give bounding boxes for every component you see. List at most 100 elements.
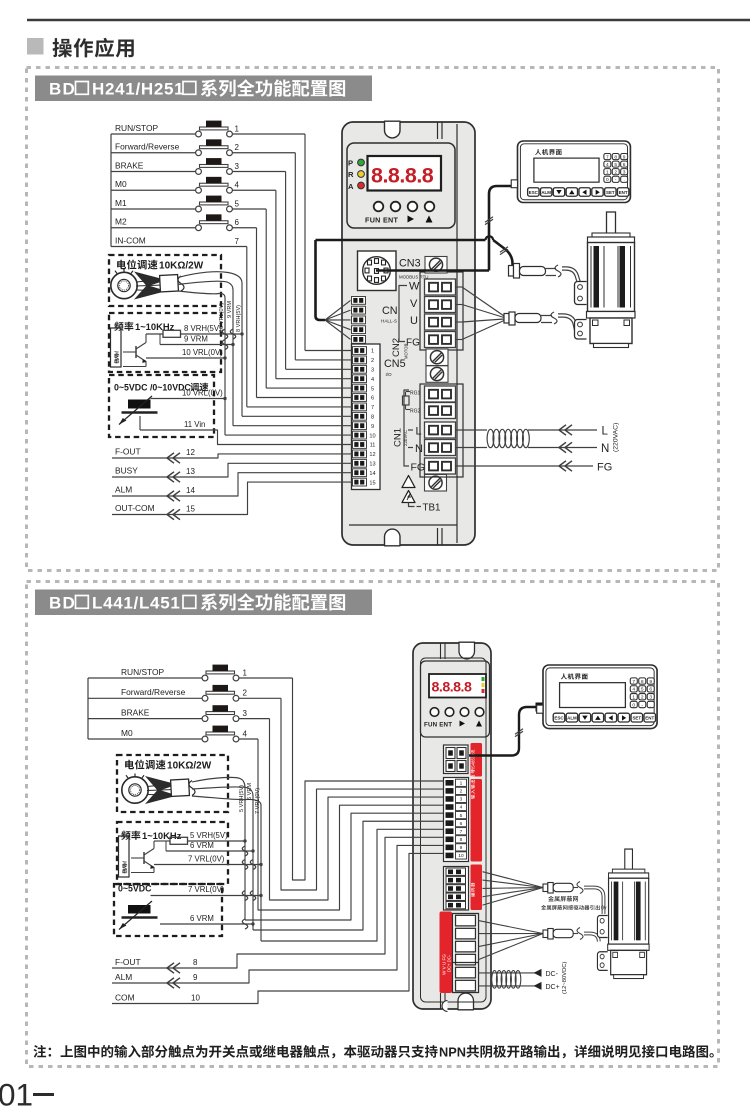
svg-text:CN2: CN2: [391, 338, 402, 357]
svg-text:CN1: CN1: [393, 428, 404, 447]
svg-text:15: 15: [369, 480, 375, 486]
svg-text:4: 4: [371, 377, 374, 383]
svg-text:7 VRL(0V): 7 VRL(0V): [188, 885, 225, 894]
svg-text:V: V: [410, 298, 418, 310]
svg-text:FG: FG: [411, 462, 426, 474]
svg-text:6: 6: [371, 396, 374, 402]
svg-text:FG: FG: [597, 462, 612, 474]
svg-text:1: 1: [460, 781, 463, 787]
svg-text:8: 8: [460, 837, 463, 843]
svg-text:10KΩ/2W: 10KΩ/2W: [159, 261, 204, 272]
svg-text:01: 01: [0, 1077, 33, 1111]
svg-text:5: 5: [235, 199, 240, 208]
svg-text:IN-COM: IN-COM: [115, 235, 146, 245]
svg-text:220VAC: 220VAC: [403, 430, 408, 446]
svg-text:ALM: ALM: [115, 972, 132, 982]
svg-text:M2: M2: [115, 217, 127, 227]
svg-text:13: 13: [186, 467, 195, 476]
svg-text:3: 3: [460, 797, 463, 803]
svg-text:5 VRH(5V): 5 VRH(5V): [190, 831, 228, 840]
svg-text:14: 14: [369, 471, 375, 477]
svg-text:10: 10: [369, 433, 375, 439]
svg-text:DC+: DC+: [546, 984, 560, 991]
svg-text:9 VRM: 9 VRM: [184, 335, 208, 344]
svg-text:3: 3: [371, 368, 374, 374]
svg-text:6: 6: [235, 218, 240, 227]
svg-text:DC+ DC-: DC+ DC-: [447, 954, 452, 972]
svg-text:NPN: NPN: [439, 1045, 466, 1060]
svg-text:OUT-COM: OUT-COM: [115, 503, 155, 513]
svg-text:9: 9: [371, 424, 374, 430]
svg-text:1~10KHz: 1~10KHz: [142, 830, 182, 841]
svg-text:2: 2: [243, 689, 248, 698]
svg-text:11 Vin: 11 Vin: [184, 420, 205, 429]
svg-text:MODBUS RTU: MODBUS RTU: [399, 275, 428, 280]
svg-text:4: 4: [235, 181, 240, 190]
svg-text:W V U FG: W V U FG: [442, 954, 447, 975]
svg-text:10: 10: [458, 853, 464, 859]
svg-text:2: 2: [460, 789, 463, 795]
svg-text:3: 3: [243, 709, 248, 718]
svg-text:14: 14: [186, 486, 195, 495]
svg-text:BRAKE: BRAKE: [121, 707, 150, 717]
svg-text:BUSY: BUSY: [115, 466, 138, 476]
svg-text:A: A: [348, 182, 354, 191]
svg-text:F-OUT: F-OUT: [115, 447, 141, 457]
svg-text:N: N: [601, 443, 609, 455]
svg-text:R: R: [348, 170, 354, 179]
svg-text:1: 1: [371, 349, 374, 355]
svg-text:FUN ENT: FUN ENT: [365, 216, 399, 225]
svg-text:8.8.8.8: 8.8.8.8: [432, 680, 472, 696]
svg-text:M0: M0: [115, 179, 127, 189]
svg-text:M0: M0: [121, 728, 133, 738]
svg-text:6 VRM: 6 VRM: [190, 914, 214, 923]
svg-text:L: L: [602, 426, 609, 438]
svg-text:6 VRM: 6 VRM: [247, 783, 253, 800]
svg-text:6 VRM: 6 VRM: [190, 841, 214, 850]
svg-text:CN: CN: [382, 305, 398, 317]
svg-text:I/O: I/O: [386, 372, 393, 377]
svg-text:9 VRM: 9 VRM: [227, 301, 233, 318]
svg-text:3: 3: [235, 162, 240, 171]
svg-text:0v: 0v: [601, 906, 607, 912]
svg-text:12: 12: [186, 448, 195, 457]
svg-text:12: 12: [369, 452, 375, 458]
svg-text:9: 9: [460, 845, 463, 851]
svg-text:1: 1: [243, 668, 248, 677]
svg-text:13: 13: [369, 462, 375, 468]
svg-text:RUN/STOP: RUN/STOP: [115, 123, 159, 133]
svg-text:DC-: DC-: [546, 971, 559, 978]
svg-text:BD: BD: [49, 80, 76, 99]
svg-text:2: 2: [371, 358, 374, 364]
svg-text:7: 7: [460, 829, 463, 835]
svg-text:8.8.8.8: 8.8.8.8: [371, 164, 434, 188]
svg-text:8: 8: [193, 958, 198, 967]
svg-text:H241/H251: H241/H251: [92, 80, 184, 99]
svg-text:1~10KHz: 1~10KHz: [135, 321, 175, 332]
svg-text:11: 11: [370, 443, 376, 449]
svg-text:BD: BD: [49, 594, 76, 613]
svg-text:P: P: [348, 159, 353, 168]
svg-text:COM: COM: [115, 992, 135, 1002]
svg-text:CN3: CN3: [399, 258, 421, 270]
svg-text:W: W: [409, 281, 420, 293]
svg-text:0~5VDC /0~10VDC: 0~5VDC /0~10VDC: [114, 383, 191, 393]
svg-text:5 VRH(5V): 5 VRH(5V): [239, 785, 245, 812]
svg-text:7 VRL(0V): 7 VRL(0V): [188, 855, 225, 864]
svg-text:FUN ENT: FUN ENT: [424, 722, 452, 729]
svg-text:FG: FG: [406, 338, 420, 349]
svg-text:F-OUT: F-OUT: [115, 957, 141, 967]
svg-text:7: 7: [235, 237, 240, 246]
svg-text:8: 8: [371, 415, 374, 421]
svg-text:8 VRH(5V): 8 VRH(5V): [236, 305, 242, 332]
svg-text:4: 4: [243, 729, 248, 738]
svg-text:4: 4: [460, 805, 463, 811]
svg-text:ALM: ALM: [115, 485, 132, 495]
svg-text:CN5: CN5: [384, 358, 406, 370]
svg-text:L: L: [416, 426, 422, 438]
svg-text:0~5VDC: 0~5VDC: [118, 884, 152, 894]
svg-text:Forward/Reverse: Forward/Reverse: [115, 142, 180, 152]
svg-text:M1: M1: [115, 198, 127, 208]
svg-text:5: 5: [371, 386, 374, 392]
svg-text:6: 6: [460, 821, 463, 827]
